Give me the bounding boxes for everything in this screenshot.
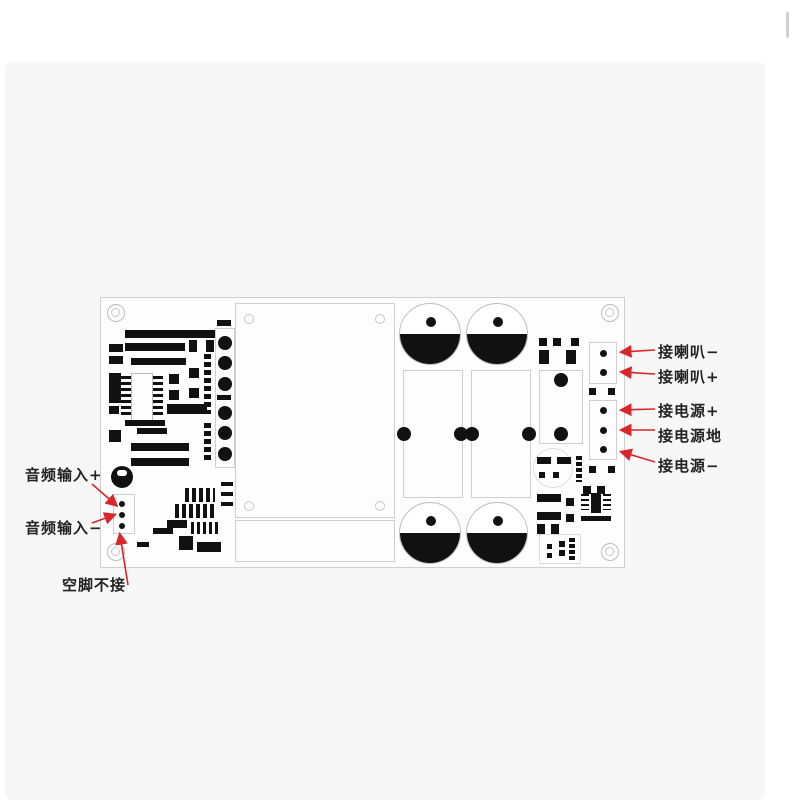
component-outline bbox=[539, 370, 583, 444]
mounting-hole-bottom-left bbox=[107, 543, 125, 561]
heatsink-outline bbox=[235, 303, 395, 518]
potentiometer bbox=[111, 466, 133, 488]
mounting-hole-top-right bbox=[601, 304, 619, 322]
screw-hole bbox=[244, 314, 254, 324]
label-power-positive: 接电源+ bbox=[658, 402, 720, 420]
lower-outline-block bbox=[235, 520, 395, 562]
label-power-ground: 接电源地 bbox=[658, 427, 723, 445]
mounting-hole-top-left bbox=[107, 304, 125, 322]
label-unused-pin: 空脚不接 bbox=[62, 576, 127, 594]
corner-mark bbox=[786, 12, 789, 38]
capacitor-bottom-right bbox=[466, 502, 528, 564]
screw-hole bbox=[244, 501, 254, 511]
label-speaker-positive: 接喇叭+ bbox=[658, 368, 720, 386]
capacitor-top-left bbox=[399, 303, 461, 365]
mounting-hole-bottom-right bbox=[601, 543, 619, 561]
label-audio-input-positive: 音频输入+ bbox=[25, 466, 103, 484]
speaker-terminal bbox=[589, 342, 617, 384]
capacitor-top-right bbox=[466, 303, 528, 365]
screw-hole bbox=[375, 314, 385, 324]
power-terminal bbox=[589, 400, 617, 460]
screw-hole bbox=[375, 501, 385, 511]
label-speaker-negative: 接喇叭− bbox=[658, 343, 720, 361]
label-power-negative: 接电源− bbox=[658, 457, 720, 475]
capacitor-bottom-left bbox=[399, 502, 461, 564]
vertical-header-strip bbox=[215, 328, 235, 468]
pcb-board bbox=[100, 297, 625, 568]
label-audio-input-negative: 音频输入− bbox=[25, 519, 103, 537]
